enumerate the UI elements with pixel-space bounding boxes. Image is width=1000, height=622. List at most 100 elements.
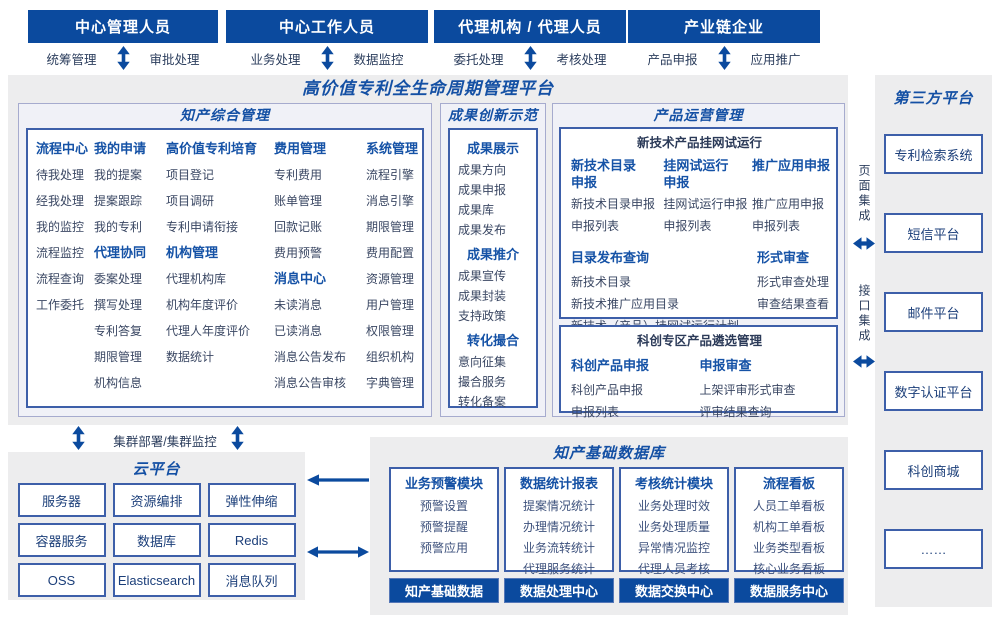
menu-item: 意向征集: [458, 355, 507, 369]
third-party-box: 科创商城: [884, 450, 983, 490]
menu-column: 高价值专利培育 项目登记项目调研专利申请衔接 机构管理 代理机构库机构年度评价代…: [166, 136, 274, 404]
module-header: 流程看板: [762, 476, 815, 491]
section-title: 产品运营管理: [653, 107, 744, 123]
actor-center-managers: 中心管理人员 统筹管理 审批处理: [28, 10, 218, 71]
section-achievement-innovation: 成果创新示范 成果展示 成果方向成果申报成果库成果发布 成果推介 成果宣传成果封…: [440, 103, 546, 417]
actor-agencies: 代理机构 / 代理人员 委托处理 考核处理: [434, 10, 626, 71]
cloud-service-box: Redis: [207, 523, 296, 557]
menu-item: 申报列表: [752, 219, 801, 233]
interface-integration-label: 接口集成: [857, 284, 871, 344]
menu-group-header: 我的申请: [94, 141, 147, 156]
menu-item: 我的提案: [94, 168, 143, 182]
module-item: 提案情况统计: [522, 499, 595, 513]
section-title: 知产综合管理: [180, 107, 270, 123]
menu-item: 用户管理: [366, 298, 415, 312]
double-arrow-vertical-icon: [320, 46, 334, 70]
menu-item: 专利答复: [94, 324, 143, 338]
menu-item: 已读消息: [274, 324, 323, 338]
menu-group-header: 系统管理: [366, 141, 419, 156]
module-item: 异常情况监控: [637, 541, 710, 555]
menu-item: 科创产品申报: [571, 383, 644, 397]
menu-item: 机构年度评价: [166, 298, 239, 312]
menu-group-header: 费用管理: [274, 141, 327, 156]
platform-title: 高价值专利全生命周期管理平台: [302, 79, 554, 98]
ip-database-panel: 知产基础数据库 业务预警模块 预警设置预警提醒预警应用 数据统计报表 提案情况统…: [370, 437, 848, 615]
module-header: 业务预警模块: [404, 476, 483, 491]
menu-item: 成果申报: [458, 183, 507, 197]
menu-item: 成果宣传: [458, 269, 507, 283]
cloud-service-box: 资源编排: [112, 483, 201, 517]
actor-action-label: 考核处理: [556, 52, 607, 67]
menu-item: 推广应用申报: [752, 197, 825, 211]
menu-column: 新技术目录申报 新技术目录申报申报列表: [571, 157, 663, 237]
actor-action-label: 业务处理: [250, 52, 301, 67]
menu-item: 费用预警: [274, 246, 323, 260]
menu-group-header: 科创产品申报: [571, 358, 650, 373]
double-arrow-vertical-icon: [116, 46, 130, 70]
menu-item: 评审结果查询: [699, 405, 772, 419]
menu-item: 组织机构: [366, 350, 415, 364]
menu-item: 新技术目录申报: [571, 197, 656, 211]
double-arrow-vertical-icon: [717, 46, 731, 70]
menu-group-header: 机构管理: [166, 245, 219, 260]
cloud-service-box: 弹性伸缩: [207, 483, 296, 517]
menu-item: 新技术推广应用目录: [571, 297, 680, 311]
menu-column: 申报审查 上架评审形式审查评审结果查询: [700, 353, 829, 423]
section-ip-management: 知产综合管理 流程中心 待我处理经我处理我的监控流程监控流程查询工作委托 我的申…: [18, 103, 432, 417]
menu-item: 资源管理: [366, 272, 415, 286]
menu-item: 我的监控: [36, 220, 85, 234]
menu-item: 权限管理: [366, 324, 415, 338]
menu-item: 消息引擎: [366, 194, 415, 208]
double-arrow-horizontal-icon: [853, 355, 875, 368]
double-arrow-vertical-icon: [523, 46, 537, 70]
menu-column: 费用管理 专利费用账单管理回款记账费用预警 消息中心 未读消息已读消息消息公告发…: [274, 136, 366, 404]
subbox-sci-innovation: 科创专区产品遴选管理 科创产品申报 科创产品申报申报列表 申报审查 上架评审形式…: [559, 325, 838, 419]
third-party-box: 短信平台: [884, 213, 983, 253]
menu-column: 系统管理 流程引擎消息引擎期限管理费用配置资源管理用户管理权限管理组织机构字典管…: [366, 136, 420, 404]
menu-item: 回款记账: [274, 220, 323, 234]
menu-group-header: 代理协同: [94, 245, 147, 260]
menu-item: 挂网试运行申报: [663, 197, 748, 211]
menu-item: 委案处理: [94, 272, 143, 286]
module-item: 预警提醒: [419, 520, 468, 534]
module-item: 业务处理质量: [637, 520, 710, 534]
actor-bar: 中心工作人员: [226, 10, 428, 43]
third-party-box: ……: [884, 529, 983, 569]
actor-bar: 代理机构 / 代理人员: [434, 10, 626, 43]
actor-bar: 产业链企业: [628, 10, 820, 43]
module-item: 预警设置: [419, 499, 468, 513]
third-party-list: 专利检索系统短信平台邮件平台数字认证平台科创商城……: [875, 134, 992, 569]
double-arrow-vertical-icon: [72, 426, 85, 450]
cloud-service-box: Elasticsearch: [112, 563, 201, 597]
actor-center-staff: 中心工作人员 业务处理 数据监控: [226, 10, 428, 71]
achievement-menu: 成果展示 成果方向成果申报成果库成果发布 成果推介 成果宣传成果封装支持政策 转…: [448, 128, 538, 409]
actor-industry-enterprises: 产业链企业 产品申报 应用推广: [628, 10, 820, 71]
menu-column: 我的申请 我的提案提案跟踪我的专利 代理协同 委案处理撰写处理专利答复期限管理机…: [94, 136, 166, 404]
menu-item: 代理人年度评价: [166, 324, 251, 338]
menu-item: 代理机构库: [166, 272, 227, 286]
db-module-stat-report: 数据统计报表 提案情况统计办理情况统计业务流转统计代理服务统计: [504, 467, 614, 576]
third-party-title: 第三方平台: [893, 90, 974, 107]
ip-database-title: 知产基础数据库: [552, 445, 665, 462]
menu-item: 流程查询: [36, 272, 85, 286]
third-party-box: 数字认证平台: [884, 371, 983, 411]
menu-item: 撰写处理: [94, 298, 143, 312]
menu-item: 成果封装: [458, 289, 507, 303]
menu-item: 支持政策: [458, 309, 507, 323]
menu-item: 流程引擎: [366, 168, 415, 182]
cloud-service-box: 数据库: [112, 523, 201, 557]
module-item: 代理服务统计: [522, 562, 595, 576]
actor-action-label: 审批处理: [149, 52, 200, 67]
menu-group-header: 成果展示: [466, 141, 519, 156]
menu-group-header: 流程中心: [36, 141, 89, 156]
menu-column: 流程中心 待我处理经我处理我的监控流程监控流程查询工作委托: [36, 136, 94, 404]
menu-item: 经我处理: [36, 194, 85, 208]
third-party-box: 邮件平台: [884, 292, 983, 332]
menu-column: 目录发布查询 新技术目录新技术推广应用目录新技术（产品）挂网试运行计划: [571, 245, 757, 337]
module-item: 代理人员考核: [637, 562, 710, 576]
data-centers-row: 知产基础数据数据处理中心数据交换中心数据服务中心: [370, 578, 848, 603]
menu-item: 形式审查处理: [757, 275, 830, 289]
cloud-service-box: 服务器: [17, 483, 106, 517]
menu-item: 审查结果查看: [757, 297, 830, 311]
menu-item: 申报列表: [571, 219, 620, 233]
